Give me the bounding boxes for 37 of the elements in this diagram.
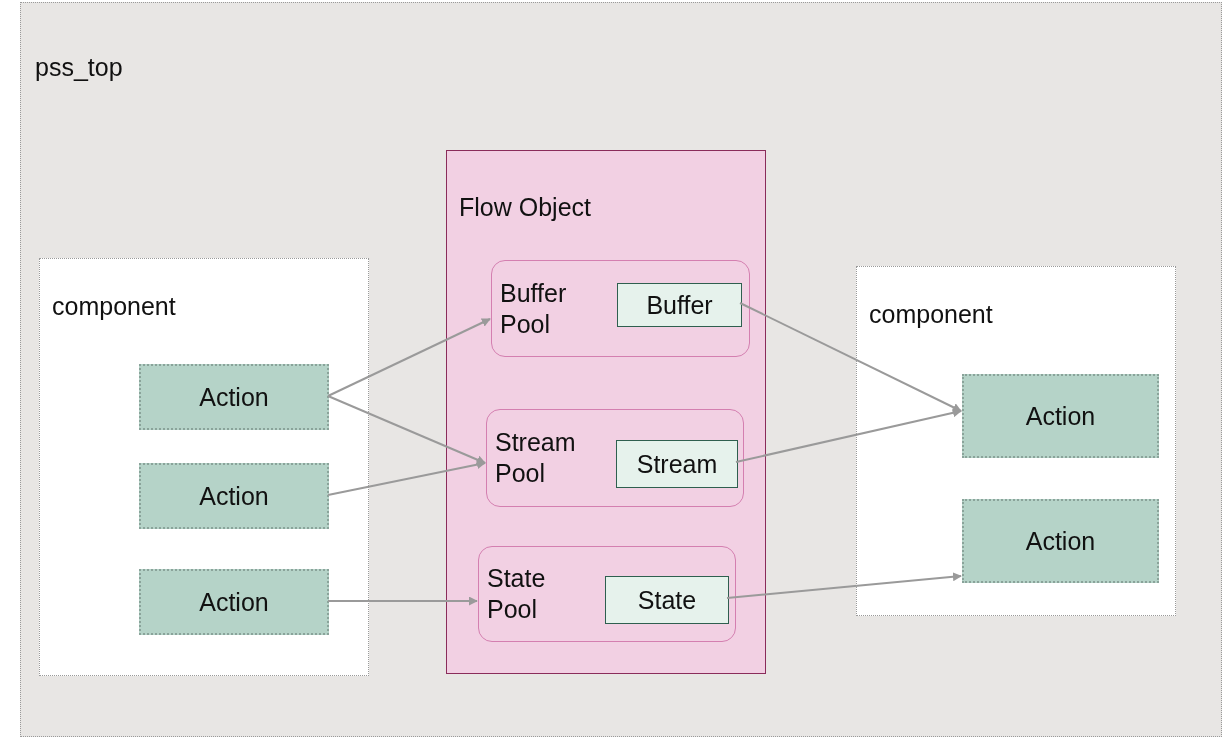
object-box bbox=[616, 440, 738, 488]
action-box bbox=[962, 499, 1159, 583]
arrow bbox=[327, 395, 486, 464]
frame-box bbox=[20, 2, 1222, 737]
arrow bbox=[726, 572, 962, 599]
node-label: State Pool bbox=[487, 562, 547, 625]
node-label: Action bbox=[1025, 401, 1096, 431]
object-box bbox=[617, 283, 742, 327]
node-label: Stream Pool bbox=[495, 426, 577, 489]
component-box bbox=[39, 258, 369, 676]
arrow bbox=[327, 460, 486, 496]
arrow bbox=[327, 596, 478, 606]
node-label: Buffer bbox=[646, 290, 713, 320]
pool-box bbox=[486, 409, 744, 507]
action-box bbox=[139, 569, 329, 635]
pool-box bbox=[478, 546, 736, 642]
node-label: Action bbox=[1025, 526, 1096, 556]
node-label: Stream bbox=[636, 449, 718, 479]
arrow bbox=[735, 408, 962, 463]
flow-object-box bbox=[446, 150, 766, 674]
node-label: State bbox=[637, 585, 697, 615]
node-label: component bbox=[869, 300, 993, 329]
arrow bbox=[327, 318, 491, 397]
node-label: component bbox=[52, 292, 176, 321]
node-label: Buffer Pool bbox=[500, 277, 568, 340]
arrow bbox=[739, 302, 962, 412]
component-box bbox=[856, 266, 1176, 616]
action-box bbox=[139, 463, 329, 529]
node-label: Flow Object bbox=[459, 193, 591, 222]
pool-box bbox=[491, 260, 750, 357]
action-box bbox=[139, 364, 329, 430]
object-box bbox=[605, 576, 729, 624]
action-box bbox=[962, 374, 1159, 458]
node-label: pss_top bbox=[35, 53, 123, 82]
node-label: Action bbox=[199, 587, 269, 617]
node-label: Action bbox=[199, 382, 269, 412]
node-label: Action bbox=[199, 481, 269, 511]
